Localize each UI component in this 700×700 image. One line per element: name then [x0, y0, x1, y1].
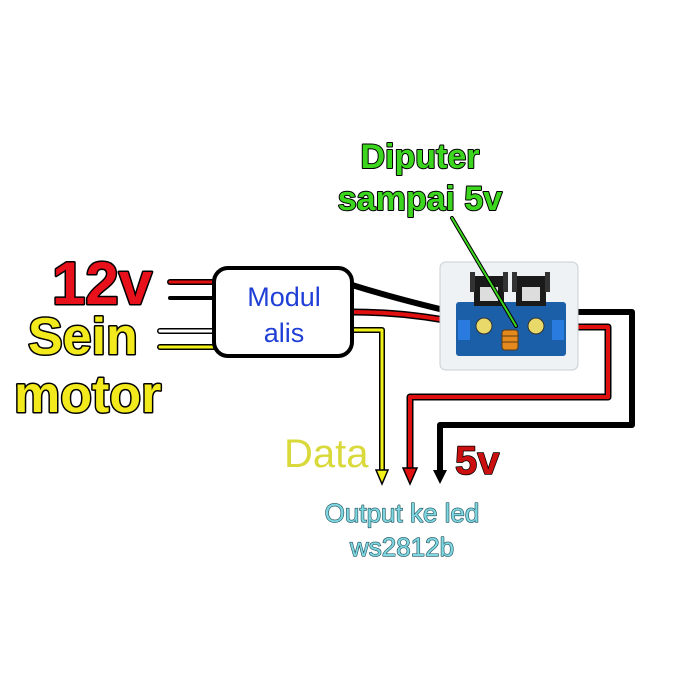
black-arrow-icon [433, 470, 447, 484]
potentiometer-left [475, 317, 493, 335]
sein-label: Sein [28, 308, 138, 366]
potentiometer-right [527, 317, 545, 335]
data-label: Data [284, 432, 369, 476]
output-black-wire [437, 309, 635, 473]
modul-alis-box: Modul alis [212, 266, 354, 358]
voltage-in-label: 12v [52, 250, 153, 317]
output-label-line2: ws2812b [349, 532, 454, 562]
adjust-label-line2: sampai 5v [338, 180, 503, 218]
output-red-wire [408, 325, 610, 470]
module-label-line1: Modul [247, 282, 321, 312]
voltage-out-label: 5v [455, 439, 500, 483]
motor-label: motor [14, 366, 161, 424]
data-arrow-icon [374, 469, 390, 486]
module-label-line2: alis [264, 318, 305, 348]
arrow-heads [374, 467, 447, 486]
adjust-label-line1: Diputer [361, 138, 480, 176]
output-label-line1: Output ke led [325, 498, 480, 528]
inductor [501, 329, 519, 351]
adjust-pointer [450, 216, 518, 328]
data-wire [350, 328, 384, 472]
wires [157, 279, 635, 473]
red-arrow-icon [401, 467, 419, 486]
